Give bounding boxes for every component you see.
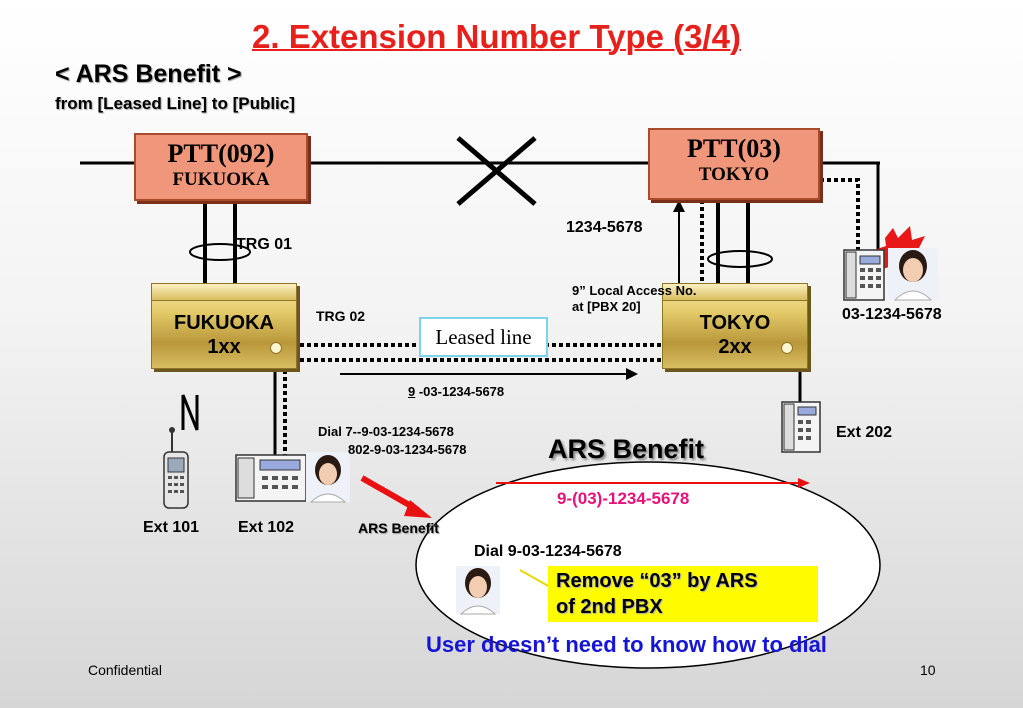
pbx-knob-icon: [781, 342, 793, 354]
remove-note-box: Remove “03” by ARS of 2nd PBX: [548, 566, 818, 622]
operator-person-icon: [888, 248, 938, 301]
dial7-line2: 802-9-03-1234-5678: [348, 442, 467, 457]
trg01-ring: [189, 243, 251, 261]
ext202-label: Ext 202: [836, 424, 893, 441]
ars-converted-number: 9-(03)-1234-5678: [557, 489, 690, 508]
remove-note-line1: Remove “03” by ARS: [556, 570, 758, 592]
wireless-link-icon: [181, 394, 199, 431]
page-title: 2. Extension Number Type (3/4): [252, 18, 742, 55]
ext102-label: Ext 102: [238, 519, 295, 536]
pbx-tokyo-ext: 2xx: [718, 336, 752, 358]
dial-route-number: -03-1234-5678: [415, 384, 505, 399]
mobile-phone-icon: [163, 427, 189, 509]
local-access-note: 9” Local Access No. at [PBX 20]: [572, 283, 697, 315]
ext102-phone-icon: [235, 454, 307, 502]
trg01-label: TRG 01: [236, 236, 293, 253]
ptt-tokyo-code: PTT(03): [687, 134, 781, 163]
ars-benefit-heading: ARS Benefit: [548, 434, 705, 464]
ext101-label: Ext 101: [143, 519, 200, 536]
remove-note-line2: of 2nd PBX: [556, 596, 663, 618]
dial7-line1: Dial 7--9-03-1234-5678: [318, 424, 454, 439]
dial-route-label: 9 -03-1234-5678: [408, 384, 504, 399]
user-person-icon: [456, 566, 500, 615]
ptt-tokyo-city: TOKYO: [698, 164, 770, 185]
caller-person-icon: [306, 452, 350, 503]
ptt-fukuoka-box: PTT(092) FUKUOKA: [134, 133, 308, 201]
leased-line-label: Leased line: [419, 317, 548, 357]
tokyo-local-number: 1234-5678: [566, 219, 643, 236]
pbx-fukuoka-name: FUKUOKA: [174, 312, 274, 334]
page-number: 10: [920, 662, 936, 678]
pbx-tokyo: TOKYO 2xx: [662, 283, 808, 369]
ars-benefit-small-label: ARS Benefit: [358, 520, 439, 536]
pbx-tokyo-name: TOKYO: [699, 312, 771, 334]
ellipse-dial-label: Dial 9-03-1234-5678: [474, 543, 622, 560]
user-note: User doesn’t need to know how to dial: [426, 632, 827, 657]
ptt-fukuoka-code: PTT(092): [167, 139, 275, 168]
ext202-phone-icon: [781, 401, 821, 453]
local-access-line2: at [PBX 20]: [572, 299, 641, 314]
pbx-knob-icon: [270, 342, 282, 354]
ptt-tokyo-box: PTT(03) TOKYO: [648, 128, 820, 200]
tokyo-public-number: 03-1234-5678: [842, 306, 942, 323]
desk-phone-icon: [843, 249, 885, 301]
section-subheading: from [Leased Line] to [Public]: [55, 94, 295, 113]
local-access-line1: 9” Local Access No.: [572, 283, 697, 298]
ptt-fukuoka-city: FUKUOKA: [172, 169, 270, 190]
red-arrow-icon: [404, 500, 432, 518]
cross-mark-2: [456, 136, 537, 206]
pbx-fukuoka: FUKUOKA 1xx: [151, 283, 297, 369]
footer-confidential: Confidential: [88, 662, 162, 678]
trg02-label: TRG 02: [316, 308, 366, 324]
pbx-fukuoka-ext: 1xx: [207, 336, 241, 358]
section-heading: < ARS Benefit >: [55, 60, 242, 88]
dial-route-prefix: 9: [408, 384, 416, 399]
